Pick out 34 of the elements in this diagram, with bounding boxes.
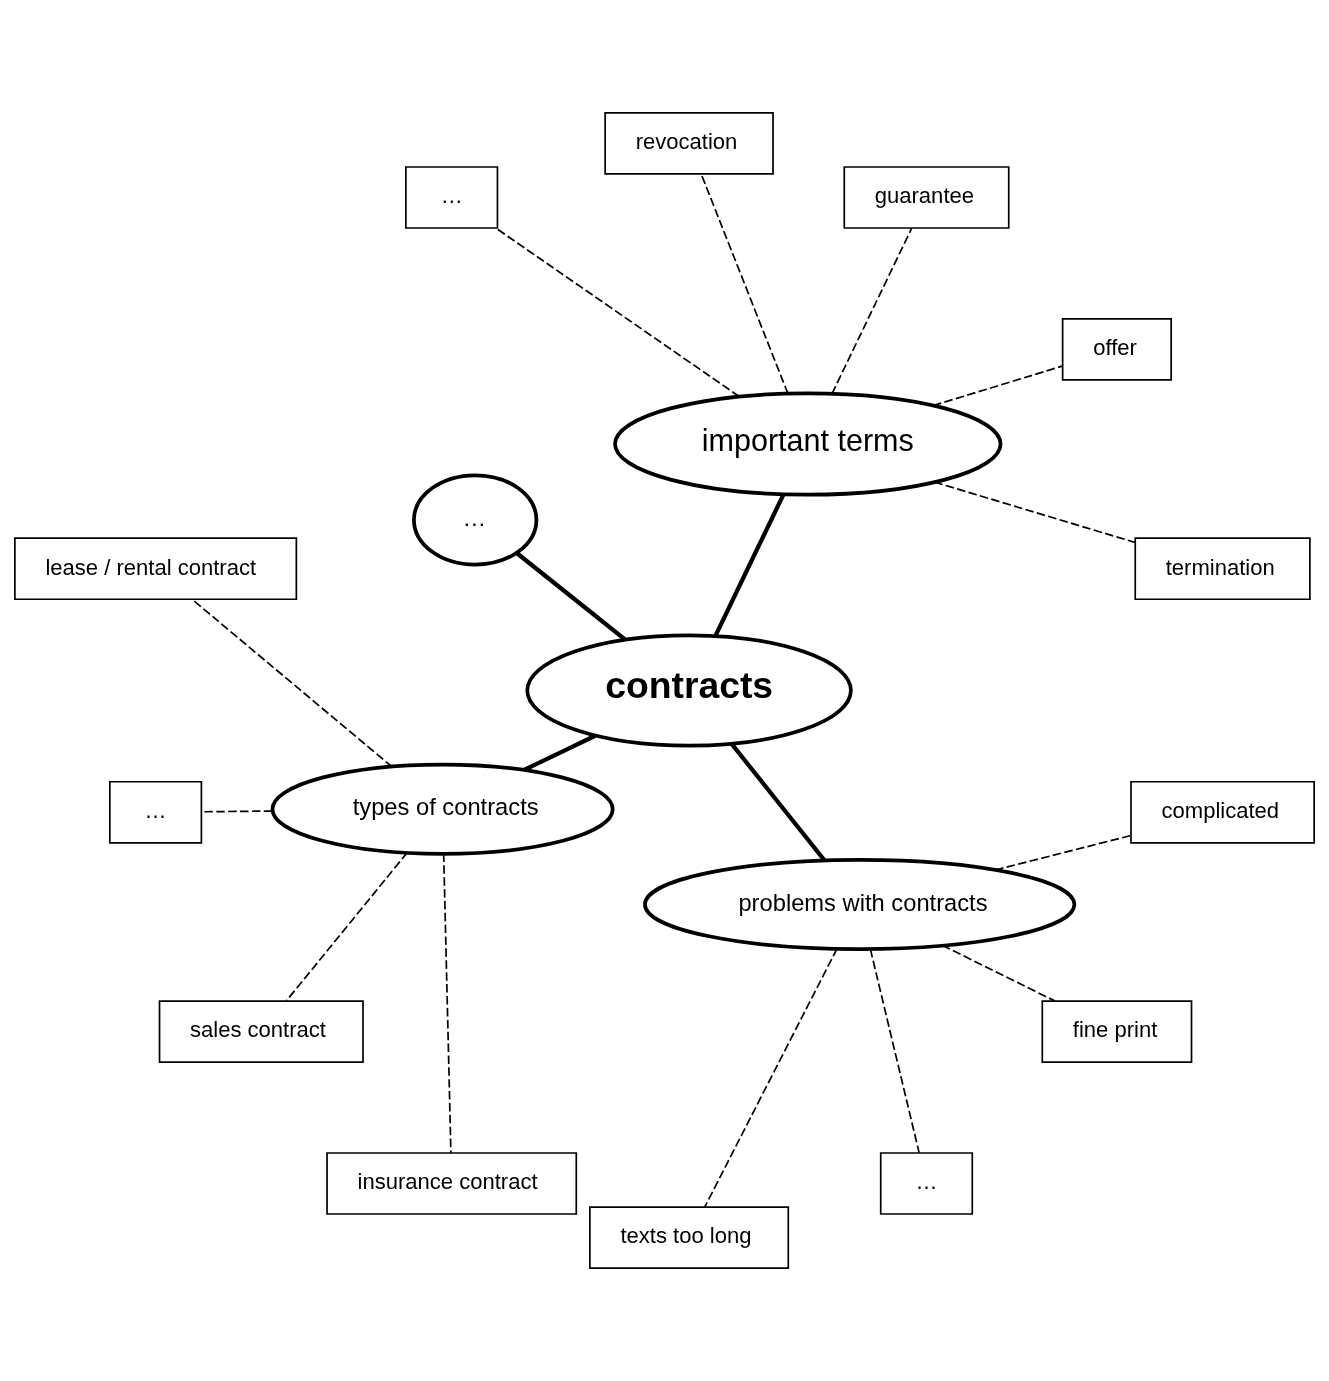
node-ellipse: important terms [613,391,1003,497]
connector [442,852,452,1154]
connector [495,227,740,398]
connector [703,947,838,1208]
connector [730,742,827,862]
connector [515,551,627,641]
connector [713,493,786,637]
node-ellipse: types of contracts [270,762,615,856]
connector [932,365,1063,407]
node-box: guarantee [843,166,1010,229]
node-box: texts too long [589,1206,790,1270]
connector [191,598,393,768]
node-box: … [879,1152,974,1215]
node-ellipse: … [412,473,539,567]
connector [941,944,1056,1002]
node-box: … [109,780,203,844]
connector [700,173,789,395]
connector [994,834,1132,871]
connector [523,733,597,772]
connector [869,948,920,1154]
node-box: fine print [1041,1000,1193,1064]
node-ellipse: contracts [525,633,853,748]
connector [831,227,913,395]
connector [285,851,409,1002]
node-box: revocation [604,111,774,175]
node-box: sales contract [158,1000,364,1064]
node-box: complicated [1130,780,1315,844]
connector [933,481,1136,544]
node-box: lease / rental contract [14,537,298,601]
node-box: termination [1134,537,1311,601]
node-box: … [405,166,499,229]
node-box: insurance contract [326,1152,578,1215]
node-box: offer [1061,317,1172,381]
node-ellipse: problems with contracts [643,857,1077,951]
